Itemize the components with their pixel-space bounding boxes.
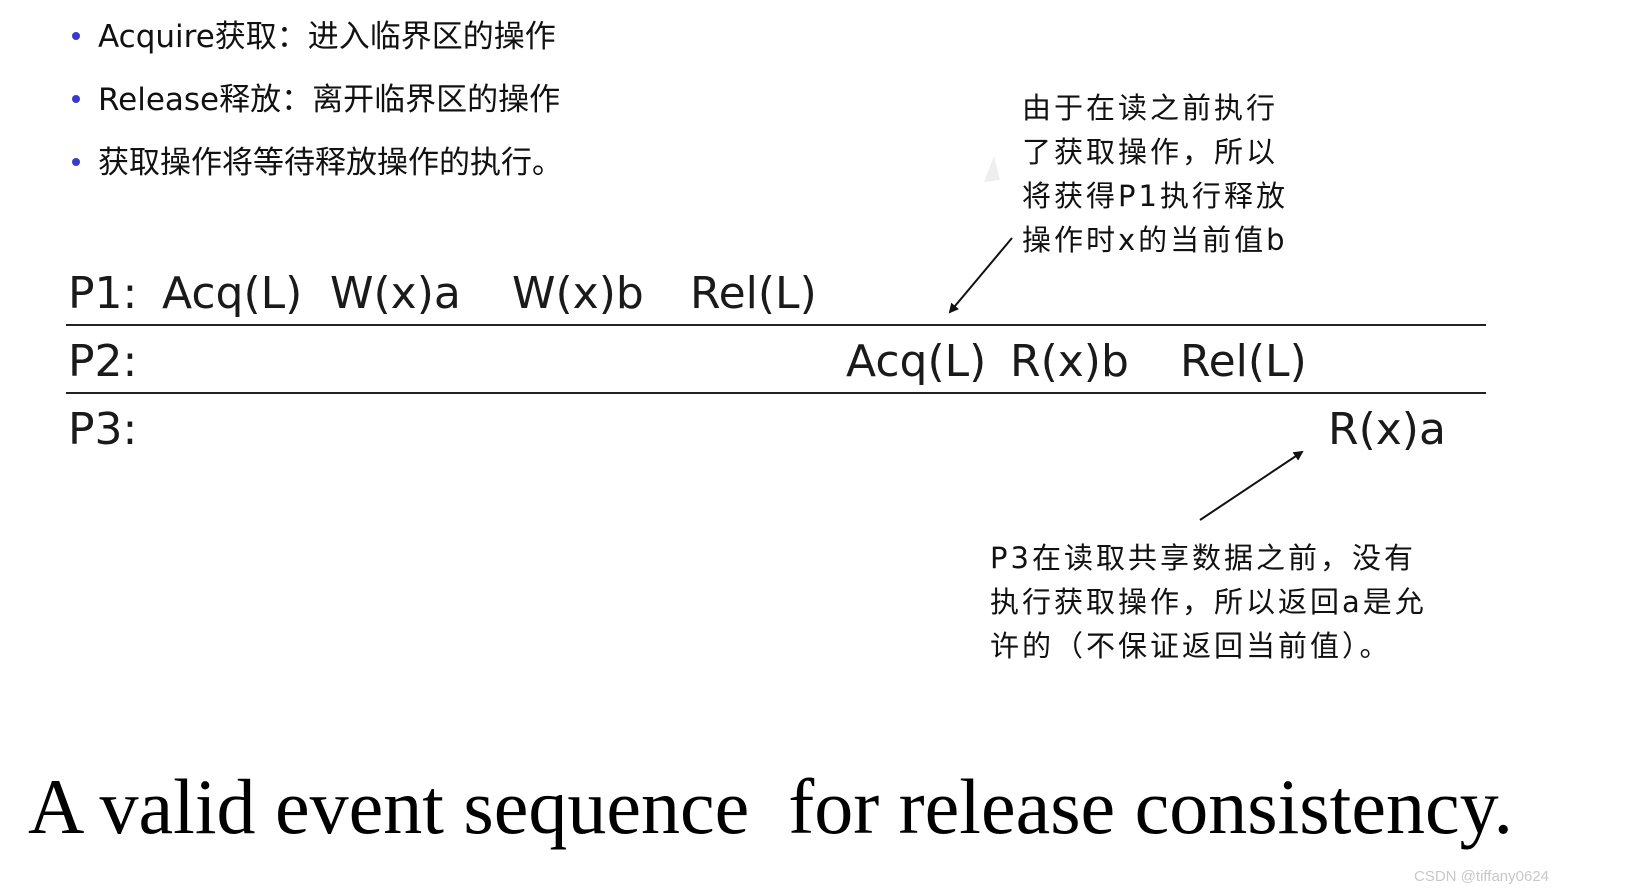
annotation-line: 许的（不保证返回当前值）。 [990,629,1392,663]
bullet-dot [72,32,80,40]
arrow-to-p3-read [1199,450,1304,521]
event-p2-acq: Acq(L) [846,336,987,387]
arrow-to-p2-acq [948,237,1013,314]
annotation-line: 由于在读之前执行 [1022,91,1279,125]
process-label-p2: P2: [68,336,138,387]
bullet-dot [72,95,80,103]
event-p1-acq: Acq(L) [162,268,303,319]
annotation-line: 执行获取操作，所以返回a是允 [990,585,1427,619]
annotation-line: 操作时x的当前值b [1022,223,1288,257]
timeline-divider [66,324,1486,326]
bullet-text: Release释放：离开临界区的操作 [98,82,561,118]
process-label-p3: P3: [68,404,138,455]
event-p2-rel: Rel(L) [1180,336,1307,387]
process-label-p1: P1: [68,268,138,319]
page-title: A valid event sequence for release consi… [28,763,1514,850]
bullet-text: Acquire获取：进入临界区的操作 [98,19,556,55]
event-p1-write-b: W(x)b [512,268,644,319]
annotation-line: P3在读取共享数据之前，没有 [990,541,1416,575]
decorative-tick [984,156,1000,182]
annotation-line: 将获得P1执行释放 [1022,179,1288,213]
annotation-bottom-right: P3在读取共享数据之前，没有 执行获取操作，所以返回a是允 许的（不保证返回当前… [990,536,1470,668]
annotation-line: 了获取操作，所以 [1022,135,1279,169]
event-p2-read-b: R(x)b [1010,336,1129,387]
watermark: CSDN @tiffany0624 [1414,868,1550,885]
bullet-text: 获取操作将等待释放操作的执行。 [98,145,563,181]
event-p1-rel: Rel(L) [690,268,817,319]
timeline-divider [66,392,1486,394]
bullet-dot [72,158,80,166]
event-p3-read-a: R(x)a [1328,404,1446,455]
annotation-top-right: 由于在读之前执行 了获取操作，所以 将获得P1执行释放 操作时x的当前值b [1022,86,1322,262]
event-p1-write-a: W(x)a [330,268,461,319]
